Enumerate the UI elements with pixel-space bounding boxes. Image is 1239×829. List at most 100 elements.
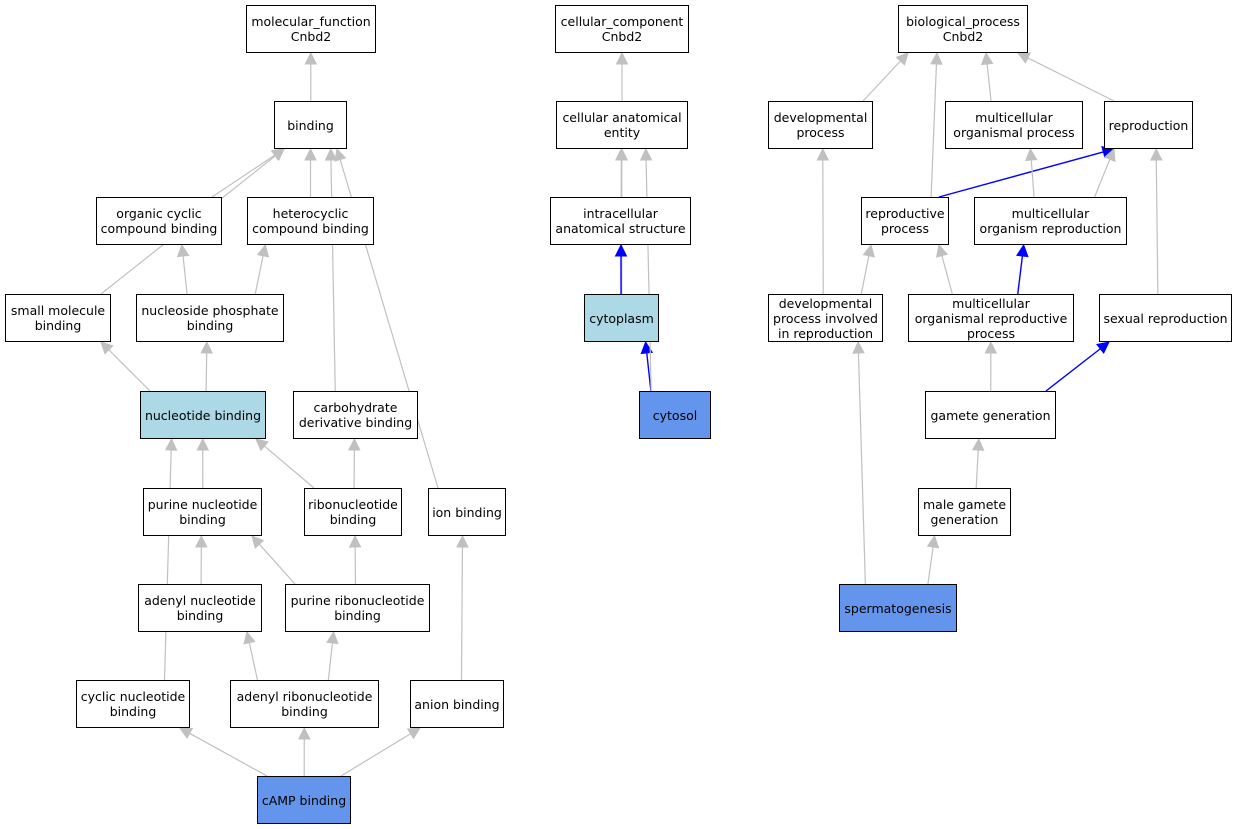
node-dpir: developmental process involved in reprod…	[768, 294, 883, 342]
node-mop: multicellular organismal process	[945, 101, 1083, 149]
node-nb: nucleotide binding	[140, 391, 266, 439]
edge-sperm-to-dpir	[857, 352, 866, 585]
arrowhead-mgg-to-gg	[971, 437, 985, 451]
node-rnb: ribonucleotide binding	[304, 488, 402, 536]
arrowhead-rnb-to-cdb	[347, 437, 361, 451]
node-morp: multicellular organismal reproductive pr…	[908, 294, 1074, 342]
edge-prb-to-pnb	[258, 543, 296, 585]
node-mf: molecular_function Cnbd2	[246, 5, 376, 53]
arrowhead-ionb-to-binding	[334, 147, 347, 162]
arrowhead-sperm-to-mgg	[926, 534, 940, 549]
edge-arb-to-anb	[248, 642, 259, 681]
node-ocb: organic cyclic compound binding	[96, 197, 222, 245]
arrowhead-cyto-to-cae	[615, 147, 629, 161]
edge-mor-to-repro	[1094, 158, 1111, 198]
arrowhead-prb-to-pnb	[251, 535, 265, 549]
arrowhead-repro-to-bp	[1016, 52, 1032, 64]
node-cdb: carbohydrate derivative binding	[293, 391, 418, 439]
arrowhead-cyto-to-ias	[614, 243, 628, 257]
node-anionb: anion binding	[410, 680, 504, 728]
node-sr: sexual reproduction	[1099, 294, 1232, 342]
node-hcb: heterocyclic compound binding	[247, 197, 374, 245]
arrowhead-morp-to-rp	[935, 243, 949, 258]
arrowhead-sperm-to-dpir	[852, 340, 865, 354]
edge-npb-to-ocb	[182, 255, 188, 295]
node-mor: multicellular organism reproduction	[974, 197, 1127, 245]
arrowhead-cdb-to-binding	[324, 147, 338, 161]
arrowhead-mor-to-mop	[1025, 147, 1038, 161]
node-pnb: purine nucleotide binding	[143, 488, 262, 536]
node-sperm: spermatogenesis	[839, 584, 957, 632]
arrowhead-dpir-to-rp	[862, 243, 875, 258]
node-npb: nucleoside phosphate binding	[136, 294, 284, 342]
edge-anionb-to-ionb	[460, 546, 464, 681]
edge-mgg-to-gg	[975, 449, 979, 489]
node-mgg: male gamete generation	[918, 488, 1011, 536]
edge-npb-to-hcb	[254, 255, 264, 295]
node-cyto: cytoplasm	[584, 294, 659, 342]
arrowhead-cytosol-to-cae	[639, 147, 653, 161]
edge-ocb-to-binding	[211, 154, 276, 198]
node-repro: reproduction	[1104, 101, 1193, 149]
arrowhead-cytosol-to-cyto	[640, 340, 654, 355]
arrowhead-npb-to-hcb	[256, 243, 270, 258]
arrowhead-dpir-to-devp	[816, 147, 830, 161]
arrowhead-anionb-to-ionb	[456, 534, 469, 548]
node-prb: purine ribonucleotide binding	[285, 584, 430, 632]
arrowhead-camp-to-arb	[297, 726, 311, 740]
edge-morp-to-rp	[941, 255, 953, 295]
node-cae: cellular anatomical entity	[556, 101, 688, 149]
arrowhead-arb-to-anb	[243, 630, 256, 645]
edge-sperm-to-mgg	[927, 546, 934, 585]
node-cc: cellular_component Cnbd2	[555, 5, 689, 53]
arrowhead-nb-to-npb	[200, 340, 214, 354]
node-cytosol: cytosol	[639, 391, 711, 439]
node-bp: biological_process Cnbd2	[898, 5, 1028, 53]
edge-nb-to-smb	[108, 349, 151, 392]
arrowhead-npb-to-ocb	[176, 243, 190, 258]
arrowhead-binding-to-mf	[304, 51, 318, 65]
arrowhead-mor-to-repro	[1103, 147, 1116, 163]
arrowhead-cnb-to-nb	[164, 437, 178, 451]
arrowhead-rp-to-bp	[930, 51, 943, 65]
node-ionb: ion binding	[428, 488, 506, 536]
arrowhead-prb-to-rnb	[348, 534, 362, 548]
arrowhead-pnb-to-nb	[196, 437, 210, 451]
edge-rnb-to-nb	[264, 445, 315, 489]
edge-sr-to-repro	[1155, 159, 1159, 295]
arrowhead-gg-to-sr	[1096, 341, 1110, 355]
arrowhead-sr-to-repro	[1149, 147, 1163, 161]
edge-rp-to-bp	[930, 63, 938, 198]
edge-gg-to-sr	[1045, 348, 1101, 392]
edge-arb-to-prb	[327, 642, 334, 681]
arrowhead-devp-to-bp	[895, 52, 909, 66]
edge-cnb-to-nb	[163, 449, 172, 681]
arrowhead-gg-to-morp	[984, 340, 998, 354]
edge-cdb-to-binding	[330, 159, 336, 392]
edge-camp-to-cnb	[189, 732, 268, 777]
arrowhead-arb-to-prb	[326, 630, 339, 645]
arrowhead-camp-to-anionb	[406, 727, 421, 740]
node-gg: gamete generation	[925, 391, 1056, 439]
arrowhead-anb-to-pnb	[194, 534, 208, 548]
edge-repro-to-bp	[1027, 57, 1115, 102]
edge-rp-to-repro	[938, 151, 1104, 198]
edge-mor-to-mop	[1030, 159, 1035, 198]
arrowhead-rnb-to-nb	[255, 438, 269, 452]
arrowhead-camp-to-cnb	[179, 727, 194, 740]
node-cnb: cyclic nucleotide binding	[76, 680, 190, 728]
node-anb: adenyl nucleotide binding	[138, 584, 262, 632]
node-arb: adenyl ribonucleotide binding	[230, 680, 379, 728]
arrowhead-morp-to-mor	[1016, 243, 1029, 258]
edge-nb-to-npb	[205, 352, 208, 392]
arrowhead-cae-to-cc	[615, 51, 629, 65]
arrowhead-hcb-to-binding	[304, 147, 317, 161]
edge-camp-to-anionb	[340, 733, 411, 777]
node-rp: reproductive process	[861, 197, 949, 245]
edge-devp-to-bp	[862, 60, 901, 102]
node-devp: developmental process	[768, 101, 873, 149]
edge-mop-to-bp	[986, 63, 992, 102]
arrowhead-nb-to-smb	[100, 341, 114, 355]
edge-dpir-to-rp	[860, 255, 870, 295]
